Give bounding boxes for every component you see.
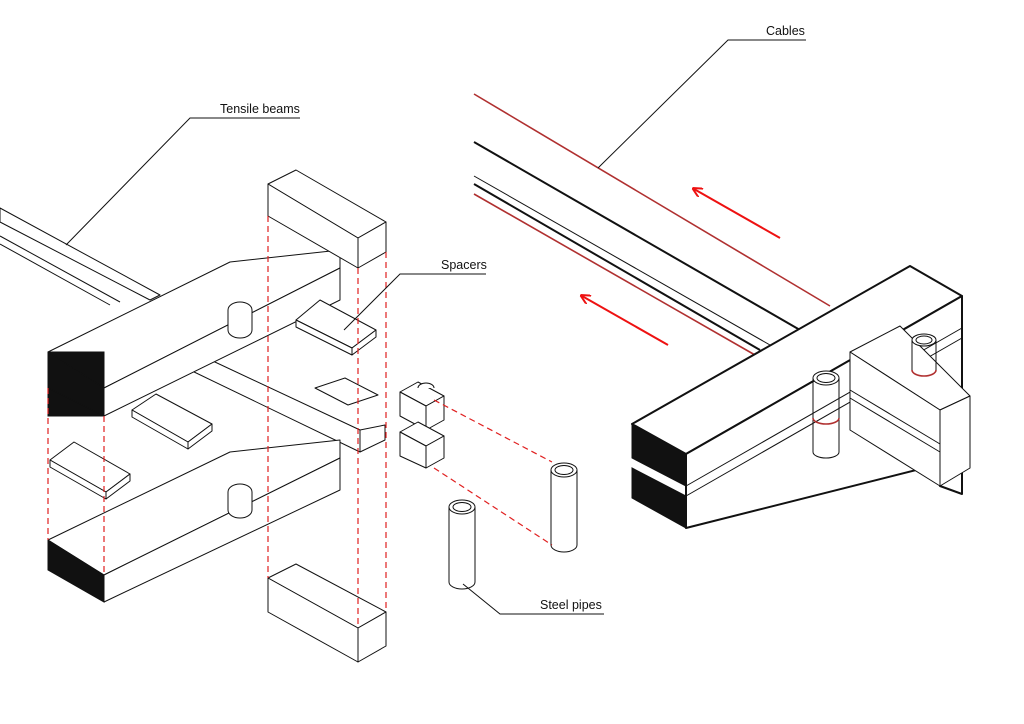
vertical-block-top <box>267 169 387 269</box>
assembled-perpendicular-beam <box>849 325 971 487</box>
steel-pipe <box>448 499 476 590</box>
label-steel-pipes: Steel pipes <box>462 583 604 615</box>
joint-pipe <box>911 333 937 377</box>
notched-spacer-blocks <box>399 381 445 469</box>
pipe-notch-lower <box>227 483 253 519</box>
background-tensile-beam <box>0 207 161 306</box>
exploded-assembly <box>0 169 578 663</box>
svg-text:Cables: Cables <box>766 24 805 38</box>
joint-pipe <box>812 370 840 459</box>
middle-tensile-beam <box>189 354 386 453</box>
spacer-plate <box>295 299 377 356</box>
arrow-icon <box>582 296 669 346</box>
steel-pipe <box>550 462 578 553</box>
load-direction-arrows <box>582 189 781 346</box>
arrow-icon <box>694 189 781 239</box>
cables <box>473 93 831 356</box>
lower-tensile-beam <box>47 439 341 603</box>
svg-text:Tensile beams: Tensile beams <box>220 102 300 116</box>
spacer-plates <box>49 299 377 500</box>
assembly-guide-lines <box>47 216 553 628</box>
spacer-plate <box>131 393 213 450</box>
spacer-plate <box>49 441 131 500</box>
label-cables: Cables <box>597 24 806 169</box>
label-spacers: Spacers <box>343 258 487 331</box>
pipe-notch <box>227 301 253 339</box>
svg-text:Steel pipes: Steel pipes <box>540 598 602 612</box>
vertical-block-bottom <box>267 563 387 663</box>
label-tensile-beams: Tensile beams <box>65 102 300 246</box>
assembled-joint <box>473 93 971 529</box>
svg-text:Spacers: Spacers <box>441 258 487 272</box>
upper-tensile-beam <box>47 249 341 417</box>
